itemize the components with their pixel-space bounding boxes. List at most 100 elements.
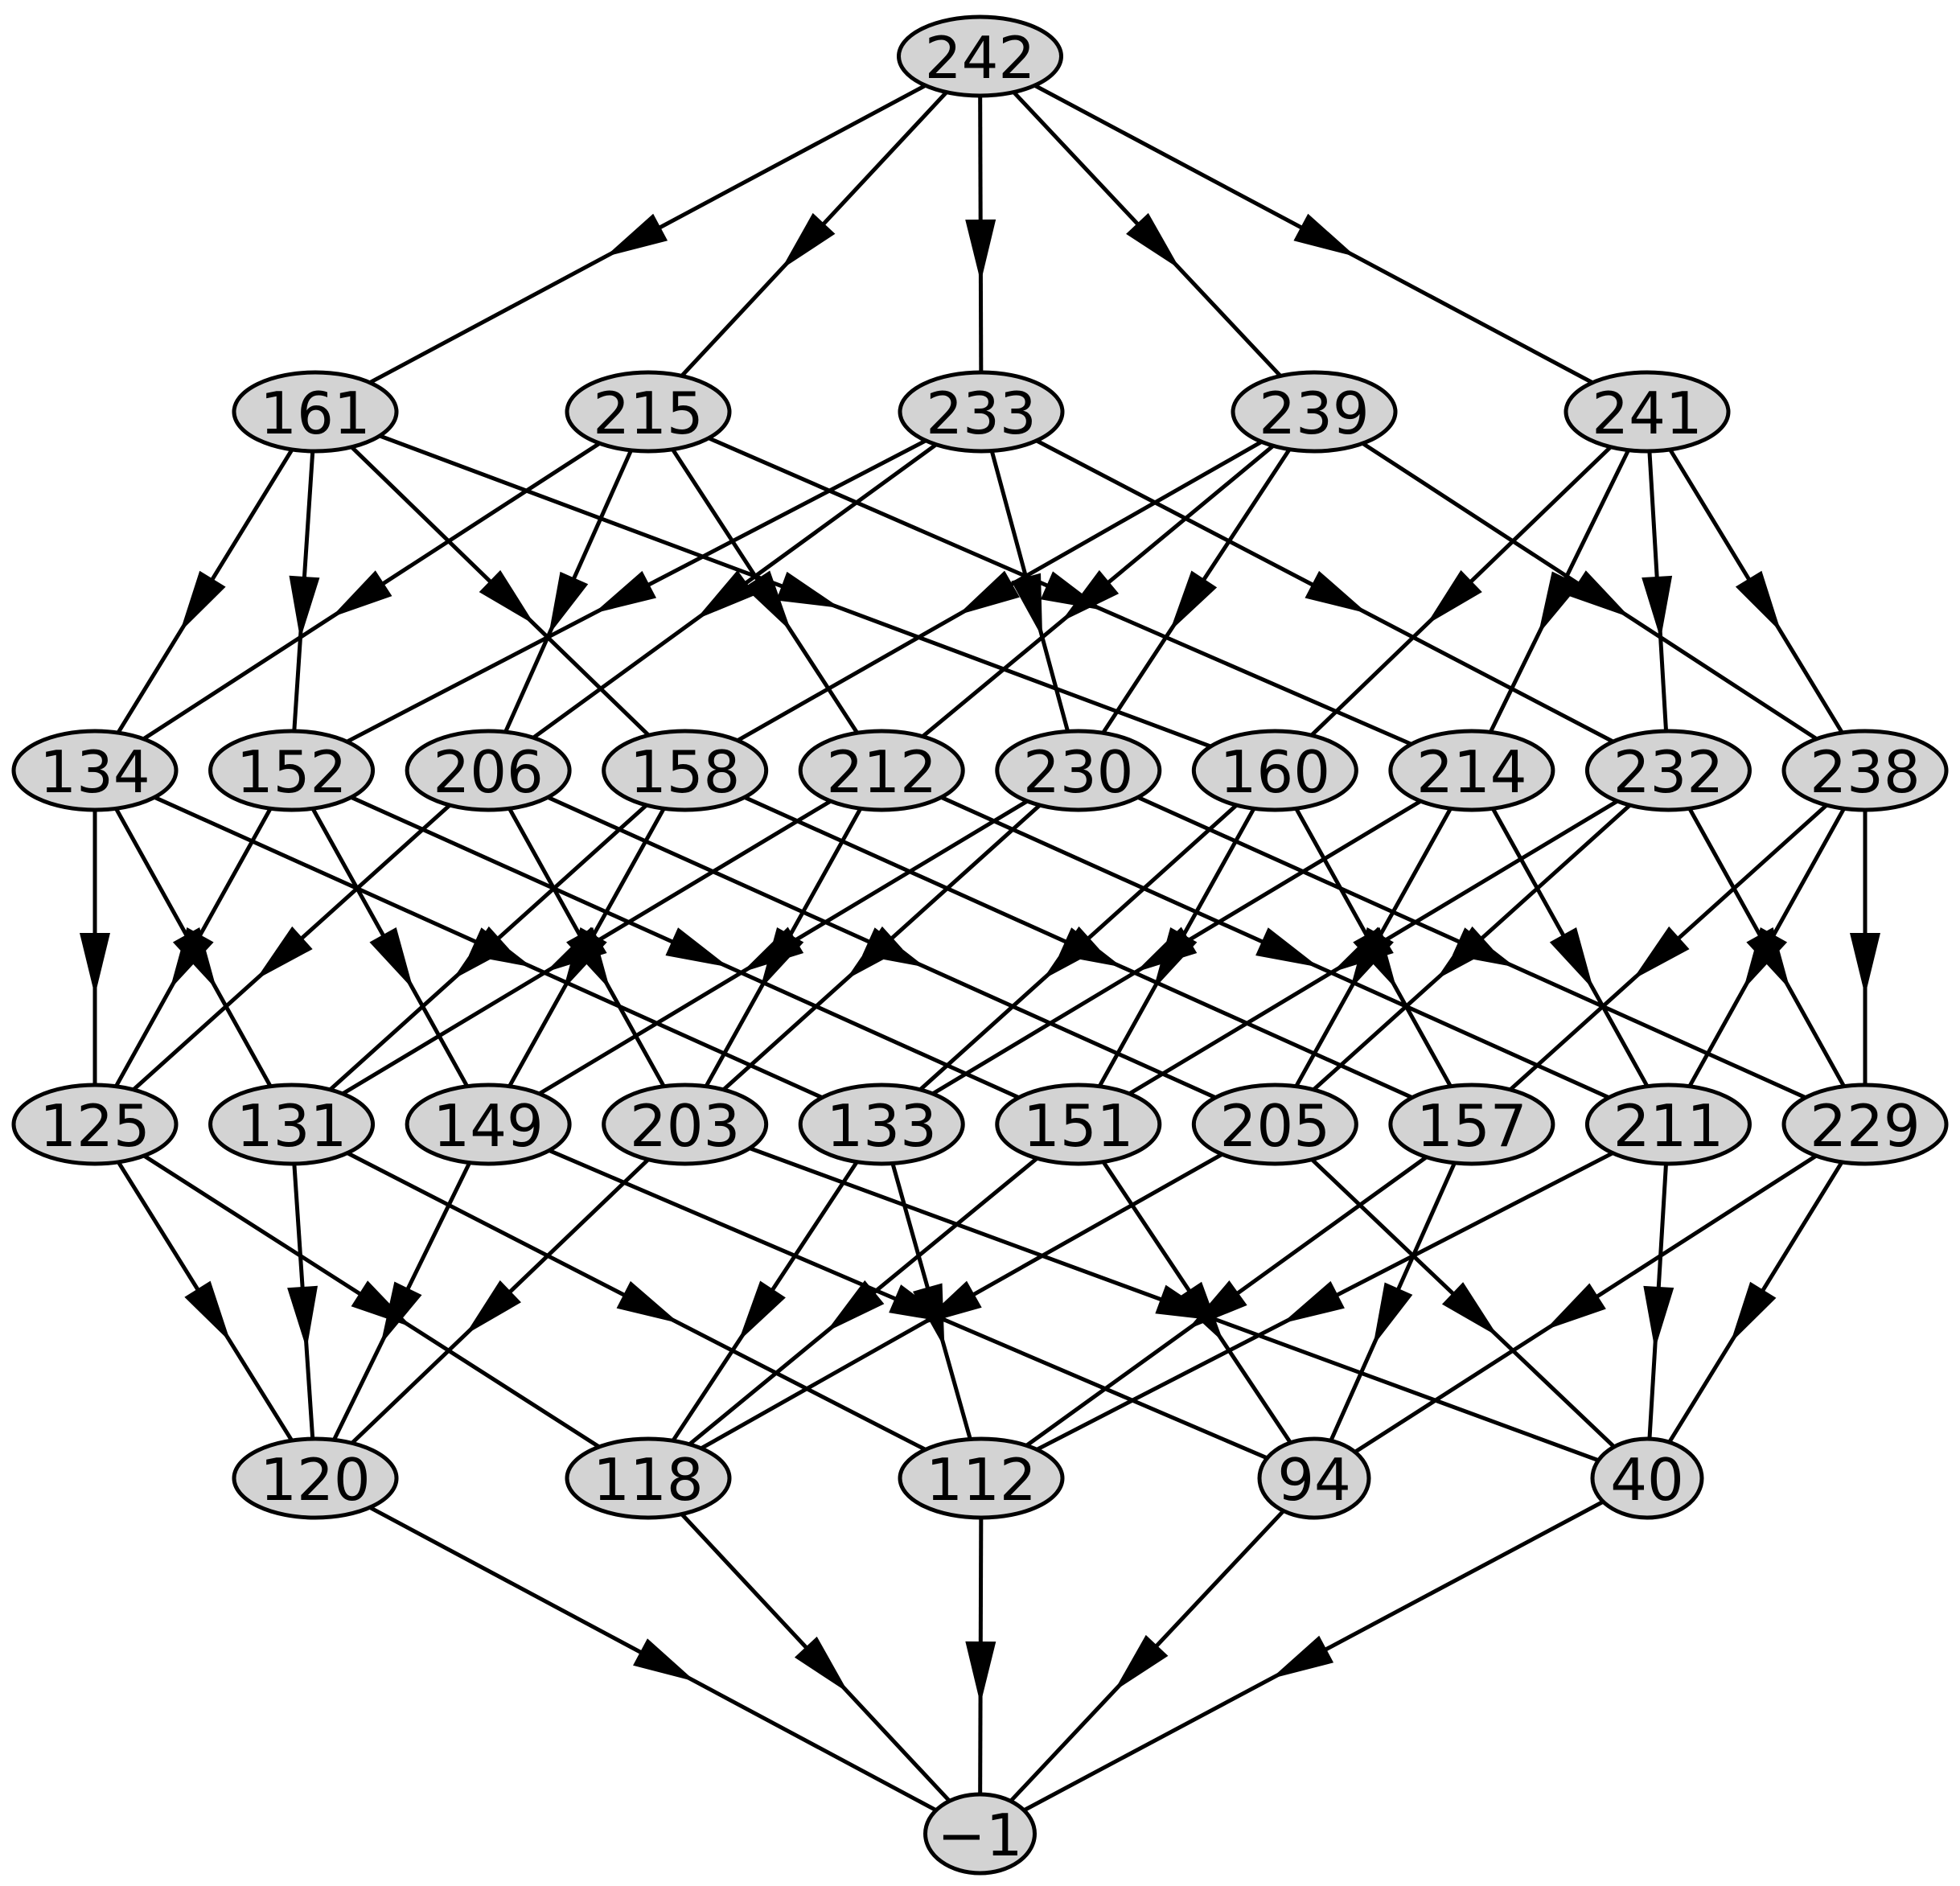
- arrowhead-161-158: [479, 569, 535, 625]
- arrowhead-205-40: [1441, 1282, 1498, 1337]
- node-label: 229: [1810, 1092, 1920, 1160]
- arrowhead-161-152: [289, 575, 320, 639]
- arrowhead-229-40: [1730, 1281, 1777, 1344]
- node-157[interactable]: 157: [1388, 1083, 1555, 1166]
- arrowhead-203-120: [465, 1280, 521, 1335]
- node-label: 212: [827, 738, 937, 806]
- arrowhead-233-206: [696, 570, 756, 620]
- node-118[interactable]: 118: [565, 1436, 732, 1520]
- arrowhead-151-94: [1176, 1281, 1224, 1343]
- arrowhead-125-120: [184, 1280, 231, 1342]
- arrowhead-238-229: [1850, 933, 1880, 996]
- arrowhead-118--1: [794, 1636, 849, 1693]
- node-label: 151: [1023, 1092, 1133, 1160]
- arrowhead-211-112: [1281, 1280, 1345, 1324]
- node-label: 131: [236, 1092, 347, 1160]
- node-label: 239: [1259, 380, 1369, 447]
- arrowhead-230-149: [742, 927, 804, 972]
- node-ellipse: [898, 370, 1065, 454]
- arrowhead-241-160: [1426, 569, 1482, 625]
- node-ellipse: [208, 729, 376, 812]
- node-label: 232: [1613, 738, 1724, 806]
- arrowhead-214-211: [1549, 927, 1594, 990]
- arrowhead-151-118: [826, 1280, 885, 1333]
- arrowhead-239-230: [1169, 570, 1218, 632]
- node-label: −1: [937, 1802, 1022, 1869]
- arrowhead-215-206: [549, 571, 589, 635]
- node-label: 238: [1810, 738, 1920, 806]
- node-214[interactable]: 214: [1388, 729, 1555, 812]
- arrowhead-238-157: [1632, 926, 1690, 980]
- node-125[interactable]: 125: [11, 1083, 179, 1166]
- node-112[interactable]: 112: [898, 1436, 1065, 1520]
- node-ellipse: [1584, 729, 1752, 812]
- node-203[interactable]: 203: [602, 1083, 769, 1166]
- arrowhead-239-238: [1569, 570, 1630, 618]
- arrowhead-149-120: [380, 1281, 422, 1345]
- node-161[interactable]: 161: [232, 370, 399, 454]
- node-label: 230: [1023, 738, 1133, 806]
- node-label: 203: [630, 1092, 740, 1160]
- node-ellipse: [405, 729, 572, 812]
- node-241[interactable]: 241: [1563, 370, 1731, 454]
- node-label: 112: [926, 1446, 1036, 1514]
- node-label: 133: [827, 1092, 937, 1160]
- node-239[interactable]: 239: [1231, 370, 1398, 454]
- node-151[interactable]: 151: [995, 1083, 1162, 1166]
- arrowhead-112--1: [965, 1641, 996, 1704]
- node-160[interactable]: 160: [1191, 729, 1358, 812]
- arrowhead-238-211: [1743, 927, 1788, 990]
- node-149[interactable]: 149: [405, 1083, 572, 1166]
- arrowhead-94--1: [1114, 1634, 1169, 1691]
- node--1[interactable]: −1: [923, 1792, 1037, 1876]
- arrowhead-152-149: [369, 927, 413, 990]
- node-ellipse: [1590, 1436, 1704, 1520]
- node-ellipse: [1781, 729, 1949, 812]
- arrowhead-242-241: [1293, 213, 1357, 257]
- arrowhead-233-230: [1011, 573, 1043, 638]
- node-94[interactable]: 94: [1257, 1436, 1371, 1520]
- node-ellipse: [232, 1436, 399, 1520]
- arrowhead-229-94: [1544, 1283, 1606, 1330]
- node-215[interactable]: 215: [565, 370, 732, 454]
- node-120[interactable]: 120: [232, 1436, 399, 1520]
- node-233[interactable]: 233: [898, 370, 1065, 454]
- node-242[interactable]: 242: [897, 14, 1063, 98]
- node-158[interactable]: 158: [602, 729, 769, 812]
- node-label: 152: [236, 738, 347, 806]
- node-133[interactable]: 133: [798, 1083, 965, 1166]
- node-232[interactable]: 232: [1584, 729, 1752, 812]
- arrowhead-215-134: [331, 570, 392, 618]
- node-40[interactable]: 40: [1590, 1436, 1704, 1520]
- arrowhead-152-151: [665, 927, 729, 968]
- arrowhead-120--1: [633, 1638, 696, 1682]
- node-206[interactable]: 206: [405, 729, 572, 812]
- arrowhead-215-212: [744, 570, 791, 632]
- node-label: 149: [433, 1092, 543, 1160]
- arrowhead-157-94: [1373, 1282, 1413, 1346]
- node-212[interactable]: 212: [798, 729, 965, 812]
- node-229[interactable]: 229: [1781, 1083, 1949, 1166]
- node-ellipse: [897, 14, 1063, 98]
- node-131[interactable]: 131: [208, 1083, 376, 1166]
- node-ellipse: [923, 1792, 1037, 1876]
- node-label: 211: [1613, 1092, 1724, 1160]
- node-ellipse: [1781, 1083, 1949, 1166]
- node-label: 40: [1610, 1446, 1684, 1514]
- node-ellipse: [565, 370, 732, 454]
- node-230[interactable]: 230: [995, 729, 1162, 812]
- arrowhead-212-131: [544, 927, 607, 972]
- node-205[interactable]: 205: [1191, 1083, 1358, 1166]
- node-ellipse: [1563, 370, 1731, 454]
- node-238[interactable]: 238: [1781, 729, 1949, 812]
- node-label: 134: [39, 738, 150, 806]
- arrowhead-40--1: [1271, 1635, 1334, 1679]
- node-ellipse: [602, 1083, 769, 1166]
- node-ellipse: [11, 1083, 179, 1166]
- node-134[interactable]: 134: [11, 729, 179, 812]
- node-ellipse: [208, 1083, 376, 1166]
- node-152[interactable]: 152: [208, 729, 376, 812]
- nodes-layer: 242 161 215 233 239 241 134 152 206 158 212 230 160 2…: [11, 14, 1949, 1876]
- node-211[interactable]: 211: [1584, 1083, 1752, 1166]
- node-ellipse: [798, 729, 965, 812]
